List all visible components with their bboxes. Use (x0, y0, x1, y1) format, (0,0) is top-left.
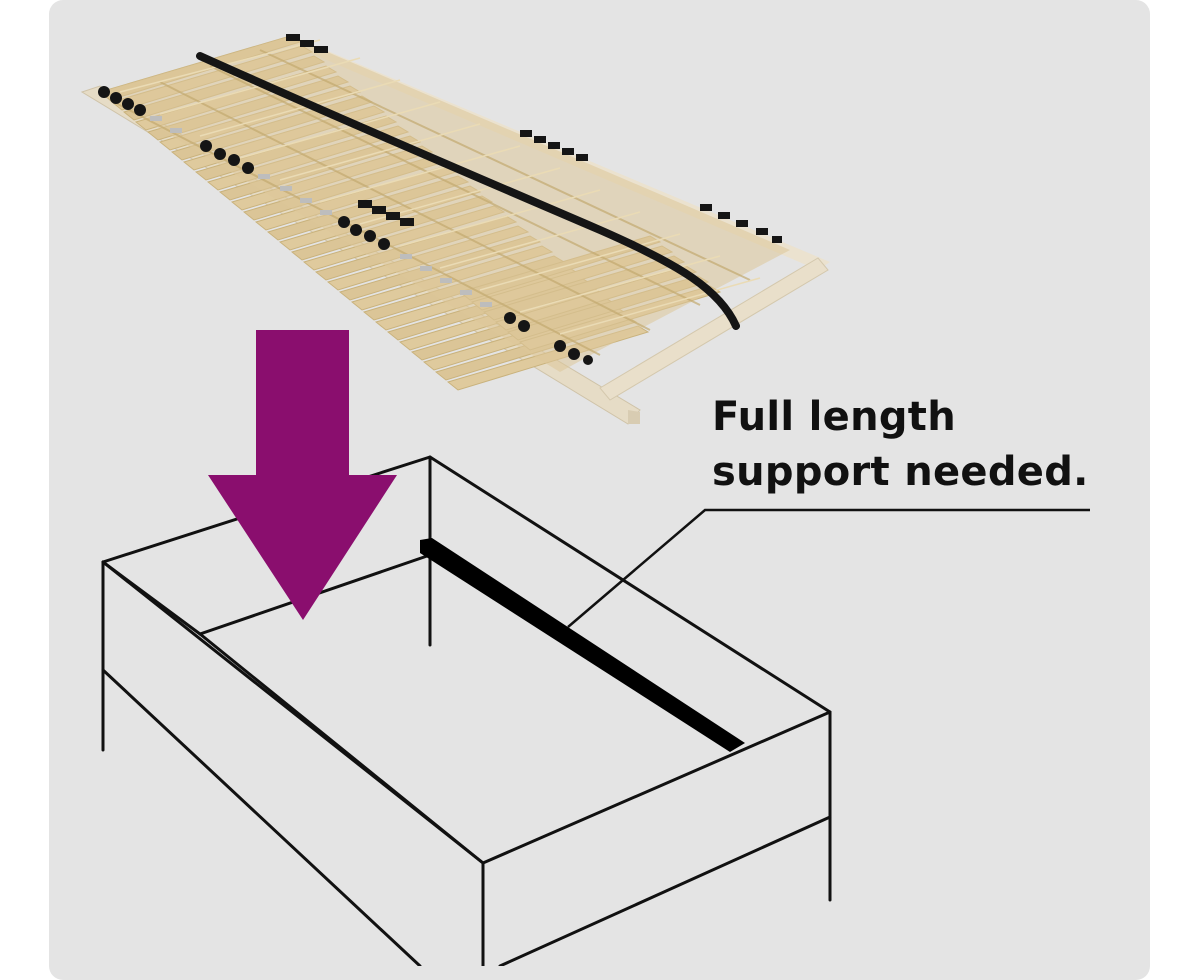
support-callout: Full length support needed. (712, 390, 1089, 500)
slatted-bed-base-photo (80, 34, 830, 425)
callout-line-2: support needed. (712, 449, 1089, 495)
down-arrow-icon (208, 330, 397, 620)
bed-frame-diagram (101, 455, 832, 966)
center-support-bar (420, 538, 745, 752)
callout-leader-line (567, 508, 1090, 628)
callout-line-1: Full length (712, 394, 957, 440)
